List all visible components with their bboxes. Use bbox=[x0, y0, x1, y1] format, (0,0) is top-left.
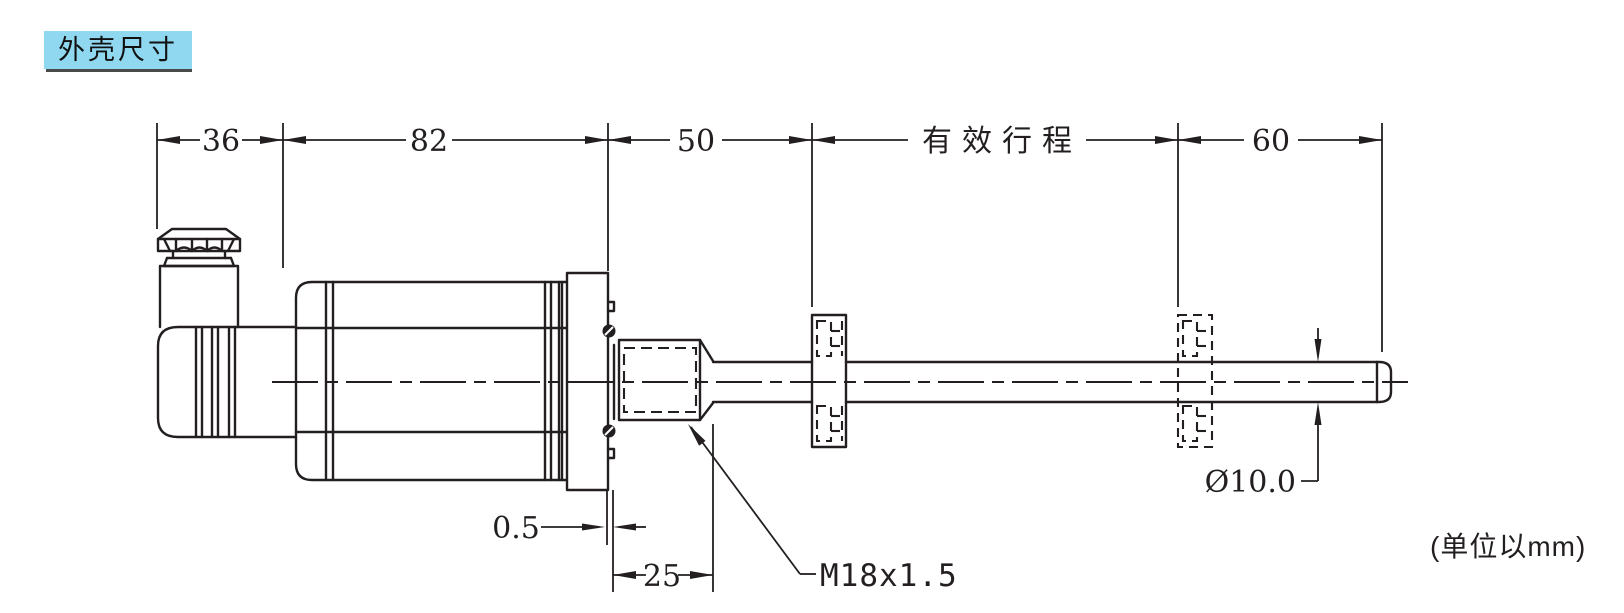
magnet-ring-phantom bbox=[1176, 313, 1214, 449]
dim-label-effective-stroke: 有效行程 bbox=[922, 125, 1082, 158]
sensor-rod bbox=[711, 360, 1393, 404]
extension-lines bbox=[156, 123, 1383, 592]
dim-label-82: 82 bbox=[410, 124, 448, 159]
dim-label-50: 50 bbox=[677, 124, 715, 159]
thread-spec-callout: M18x1.5 bbox=[688, 424, 958, 594]
flange-screw-top bbox=[602, 324, 616, 338]
dim-flange-gap: 0.5 bbox=[492, 511, 646, 546]
connector-housing bbox=[156, 264, 298, 439]
connector-neck bbox=[162, 249, 236, 268]
dim-flange-to-stroke: 50 bbox=[608, 124, 812, 159]
dim-effective-stroke: 有效行程 bbox=[812, 125, 1178, 158]
page-title-badge: 外壳尺寸 bbox=[44, 31, 192, 72]
dim-rod-diameter: Ø10.0 bbox=[1205, 328, 1322, 500]
dim-label-25: 25 bbox=[643, 559, 681, 594]
title-highlight bbox=[44, 31, 192, 69]
thread-spec-label: M18x1.5 bbox=[820, 558, 958, 594]
dim-body-length: 82 bbox=[283, 124, 608, 159]
dim-label-36: 36 bbox=[202, 124, 240, 159]
sensor-body bbox=[294, 280, 569, 482]
dim-label-60: 60 bbox=[1252, 124, 1290, 159]
leader-arrow bbox=[688, 424, 706, 446]
thread-hidden-lines bbox=[622, 346, 698, 414]
connector-knurled-cap bbox=[156, 227, 242, 253]
page-title: 外壳尺寸 bbox=[58, 35, 178, 65]
dim-label-rod-diameter: Ø10.0 bbox=[1205, 465, 1296, 500]
flange-screw-bottom bbox=[602, 424, 616, 438]
dim-rod-end: 60 bbox=[1178, 124, 1382, 159]
magnet-ring bbox=[810, 313, 848, 449]
thread-section bbox=[617, 338, 715, 422]
dim-connector-width: 36 bbox=[157, 124, 283, 159]
units-note: (单位以mm) bbox=[1430, 531, 1586, 562]
dim-thread-length: 25 bbox=[613, 559, 713, 594]
connector-assembly bbox=[156, 227, 298, 439]
dim-label-0-5: 0.5 bbox=[492, 511, 540, 546]
